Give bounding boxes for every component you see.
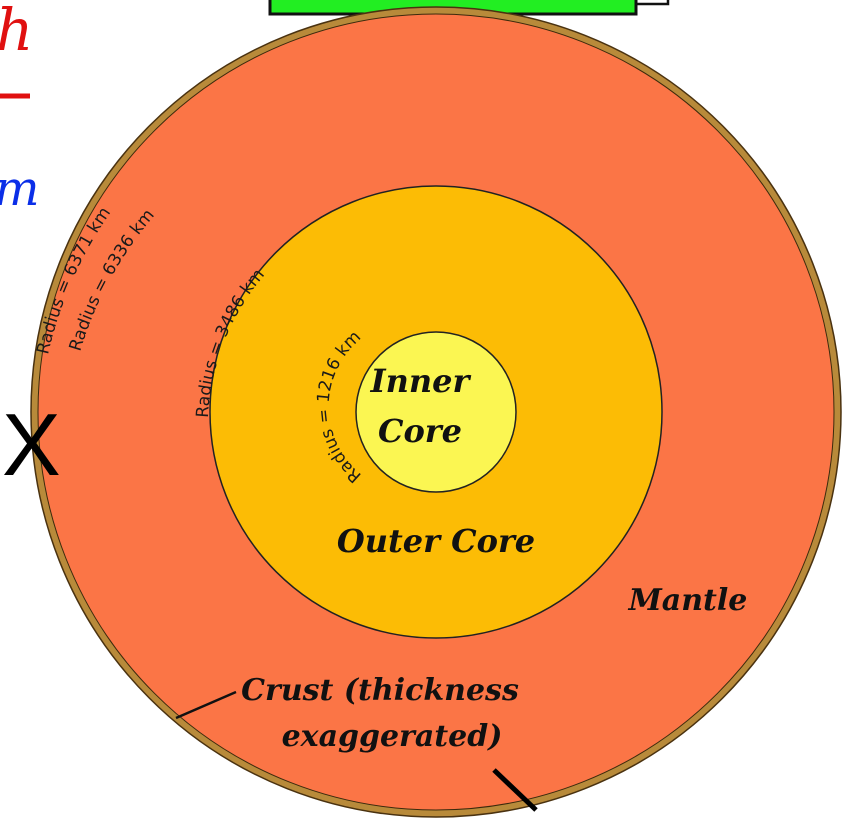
inner-core-label-line1: Inner xyxy=(370,362,472,400)
mantle-label: Mantle xyxy=(628,583,748,618)
red-handwritten-glyph: h xyxy=(0,0,33,64)
crust-pointer-line xyxy=(175,690,237,720)
crust-label-line1: Crust (thickness xyxy=(241,673,519,708)
x-marker: X xyxy=(2,395,61,494)
crust-label-line2: exaggerated) xyxy=(282,719,503,754)
outer-core-label: Outer Core xyxy=(337,522,535,560)
blue-handwritten-glyph: m xyxy=(0,161,40,217)
top-box-bracket xyxy=(636,0,670,6)
inner-core-label-line2: Core xyxy=(378,412,462,450)
inner-core-layer xyxy=(355,331,517,493)
black-pen-stroke xyxy=(492,768,538,812)
